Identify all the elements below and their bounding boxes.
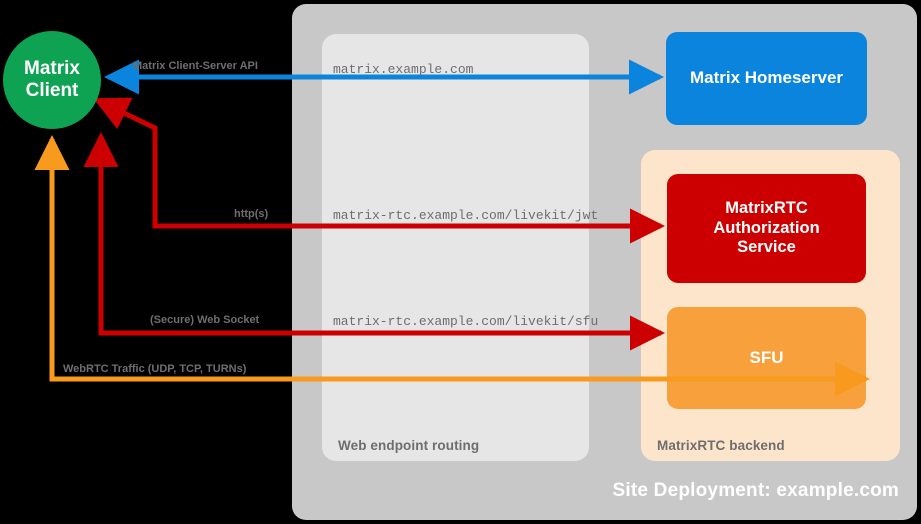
node-authsvc-line1: MatrixRTC [725, 199, 808, 218]
connection-ws [83, 131, 666, 351]
node-matrix-client[interactable]: Matrix Client [3, 31, 101, 129]
node-sfu-label: SFU [749, 347, 784, 367]
edge-label-secure-web-socket: (Secure) Web Socket [150, 314, 260, 326]
node-authsvc-line2: Authorization [713, 218, 820, 237]
backend-panel-label: MatrixRTC backend [657, 438, 785, 453]
edge-label-https: http(s) [234, 208, 269, 220]
endpoint-label-matrix-example-com: matrix.example.com [333, 62, 474, 77]
node-sfu[interactable]: SFU [667, 307, 866, 409]
endpoint-label-livekit-sfu: matrix-rtc.example.com/livekit/sfu [333, 314, 599, 329]
node-matrix-client-line2: Client [25, 80, 79, 101]
node-authsvc-line3: Service [737, 238, 796, 257]
node-matrix-client-line1: Matrix [24, 57, 80, 79]
edge-label-webrtc-traffic: WebRTC Traffic (UDP, TCP, TURNs) [63, 363, 247, 375]
node-matrixrtc-authorization-service[interactable]: MatrixRTC Authorization Service [667, 174, 866, 283]
node-matrix-homeserver-label: Matrix Homeserver [689, 68, 844, 88]
routing-panel-label: Web endpoint routing [338, 438, 480, 453]
edge-label-matrix-client-server-api: Matrix Client-Server API [133, 60, 258, 72]
endpoint-label-livekit-jwt: matrix-rtc.example.com/livekit/jwt [333, 208, 599, 223]
connection-jwt [93, 97, 666, 244]
web-endpoint-routing-panel [322, 34, 589, 461]
connection-webrtc [34, 134, 871, 397]
site-deployment-label: Site Deployment: example.com [612, 480, 899, 501]
node-matrix-homeserver[interactable]: Matrix Homeserver [666, 32, 867, 125]
